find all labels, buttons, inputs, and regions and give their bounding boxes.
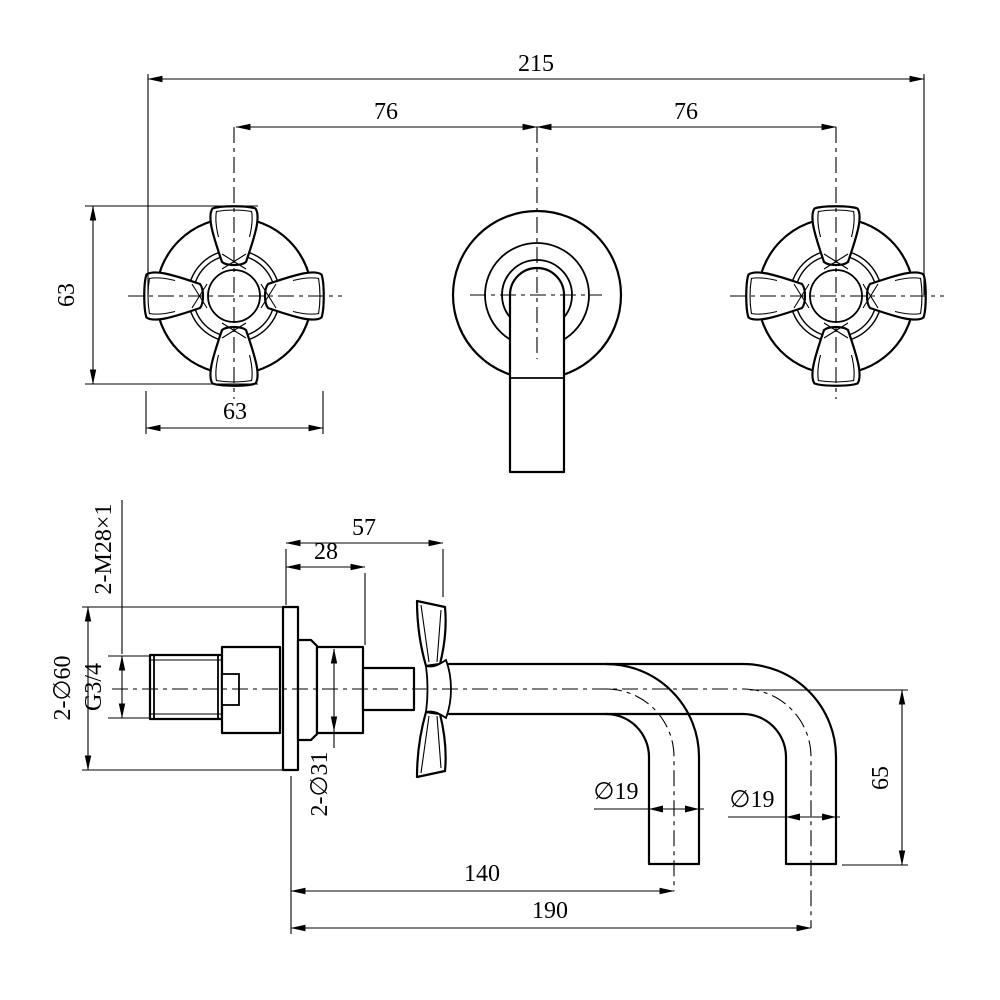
dim-valve-thread: 2-M28×1	[91, 504, 117, 595]
wall-assembly	[112, 599, 838, 928]
dim-pitch-left: 76	[374, 99, 398, 125]
spout-short	[604, 662, 701, 866]
dim-drop: 65	[868, 766, 894, 790]
left-handle-front	[126, 125, 344, 401]
dim-escutcheon-dia: 2-∅60	[50, 656, 76, 721]
front-view-dimensions: 215 76 76 63 63	[54, 51, 925, 434]
spout-front-tube	[508, 266, 566, 474]
dim-handle-width: 63	[223, 399, 247, 425]
dim-reach-long: 190	[532, 898, 568, 924]
dim-handle-height: 63	[54, 283, 80, 307]
spout-tubes	[447, 662, 838, 866]
dim-pitch-right: 76	[674, 99, 698, 125]
side-view-dimensions: 57 28 2-M28×1 2-∅60 G3/4 2-∅31 ∅1	[50, 500, 908, 934]
right-handle-front	[728, 125, 946, 401]
side-view: 57 28 2-M28×1 2-∅60 G3/4 2-∅31 ∅1	[50, 500, 908, 934]
dim-body-dia: 2-∅31	[307, 752, 333, 817]
front-view: 215 76 76 63 63	[54, 51, 946, 474]
dim-inlet-thread: G3/4	[81, 663, 107, 711]
dim-spout-dia-long: ∅19	[730, 787, 775, 813]
dim-body-projection: 28	[314, 539, 338, 565]
dim-overall-width: 215	[518, 51, 554, 77]
valve-body	[315, 645, 365, 735]
spout-front	[451, 127, 623, 474]
dim-spout-dia-short: ∅19	[594, 779, 639, 805]
inlet-thread	[148, 653, 224, 721]
escutcheon-sleeve	[296, 638, 319, 742]
handle-side	[415, 599, 452, 779]
spout-long	[447, 662, 838, 866]
dim-reach-short: 140	[464, 861, 500, 887]
dim-handle-projection: 57	[352, 515, 376, 541]
